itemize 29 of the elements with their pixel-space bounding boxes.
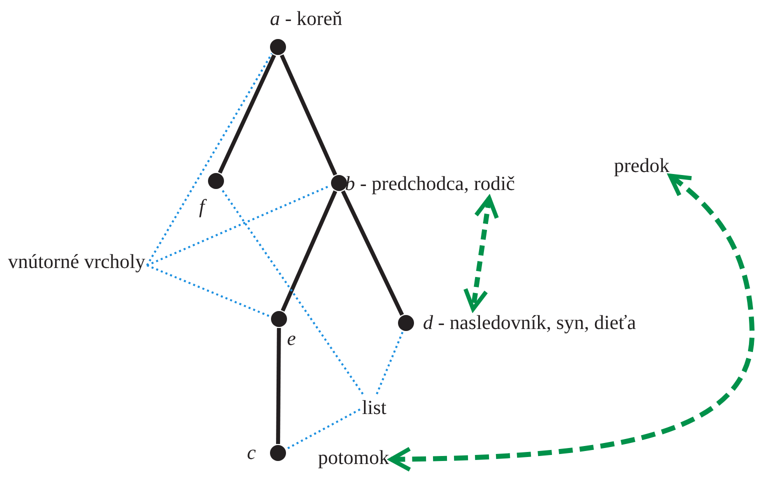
leader-line: [146, 53, 273, 266]
tree-edge: [341, 190, 404, 316]
vertex-dot: [208, 173, 224, 189]
node-label: predok: [612, 152, 672, 180]
tree-edge: [280, 54, 338, 176]
leader-line: [376, 331, 404, 394]
leader-line: [146, 184, 331, 266]
vertex-label: f: [199, 196, 205, 218]
vertex-dot: [270, 39, 286, 55]
leader-line: [146, 264, 271, 318]
node-label: vnútorné vrcholy: [6, 248, 148, 276]
node-label: d - nasledovník, syn, dieťa: [421, 309, 638, 337]
node-label: list: [360, 394, 388, 422]
vertex-label: c: [247, 442, 256, 464]
double-arrow: [463, 196, 499, 312]
leader-line: [286, 408, 360, 450]
tree-edge: [218, 54, 276, 174]
tree-edge: [276, 328, 281, 444]
node-label: b - predchodca, rodič: [343, 170, 517, 198]
vertex-dot: [270, 445, 286, 461]
vertex-dot: [398, 315, 414, 331]
vertex-label: a - koreň: [270, 8, 342, 30]
tree-edge: [280, 190, 338, 312]
leader-line: [220, 188, 364, 395]
node-label: potomok: [316, 444, 392, 472]
double-arrow: [388, 174, 754, 472]
vertex-dot: [271, 311, 287, 327]
vertex-dot: [331, 175, 347, 191]
vertex-label: e: [287, 328, 296, 350]
